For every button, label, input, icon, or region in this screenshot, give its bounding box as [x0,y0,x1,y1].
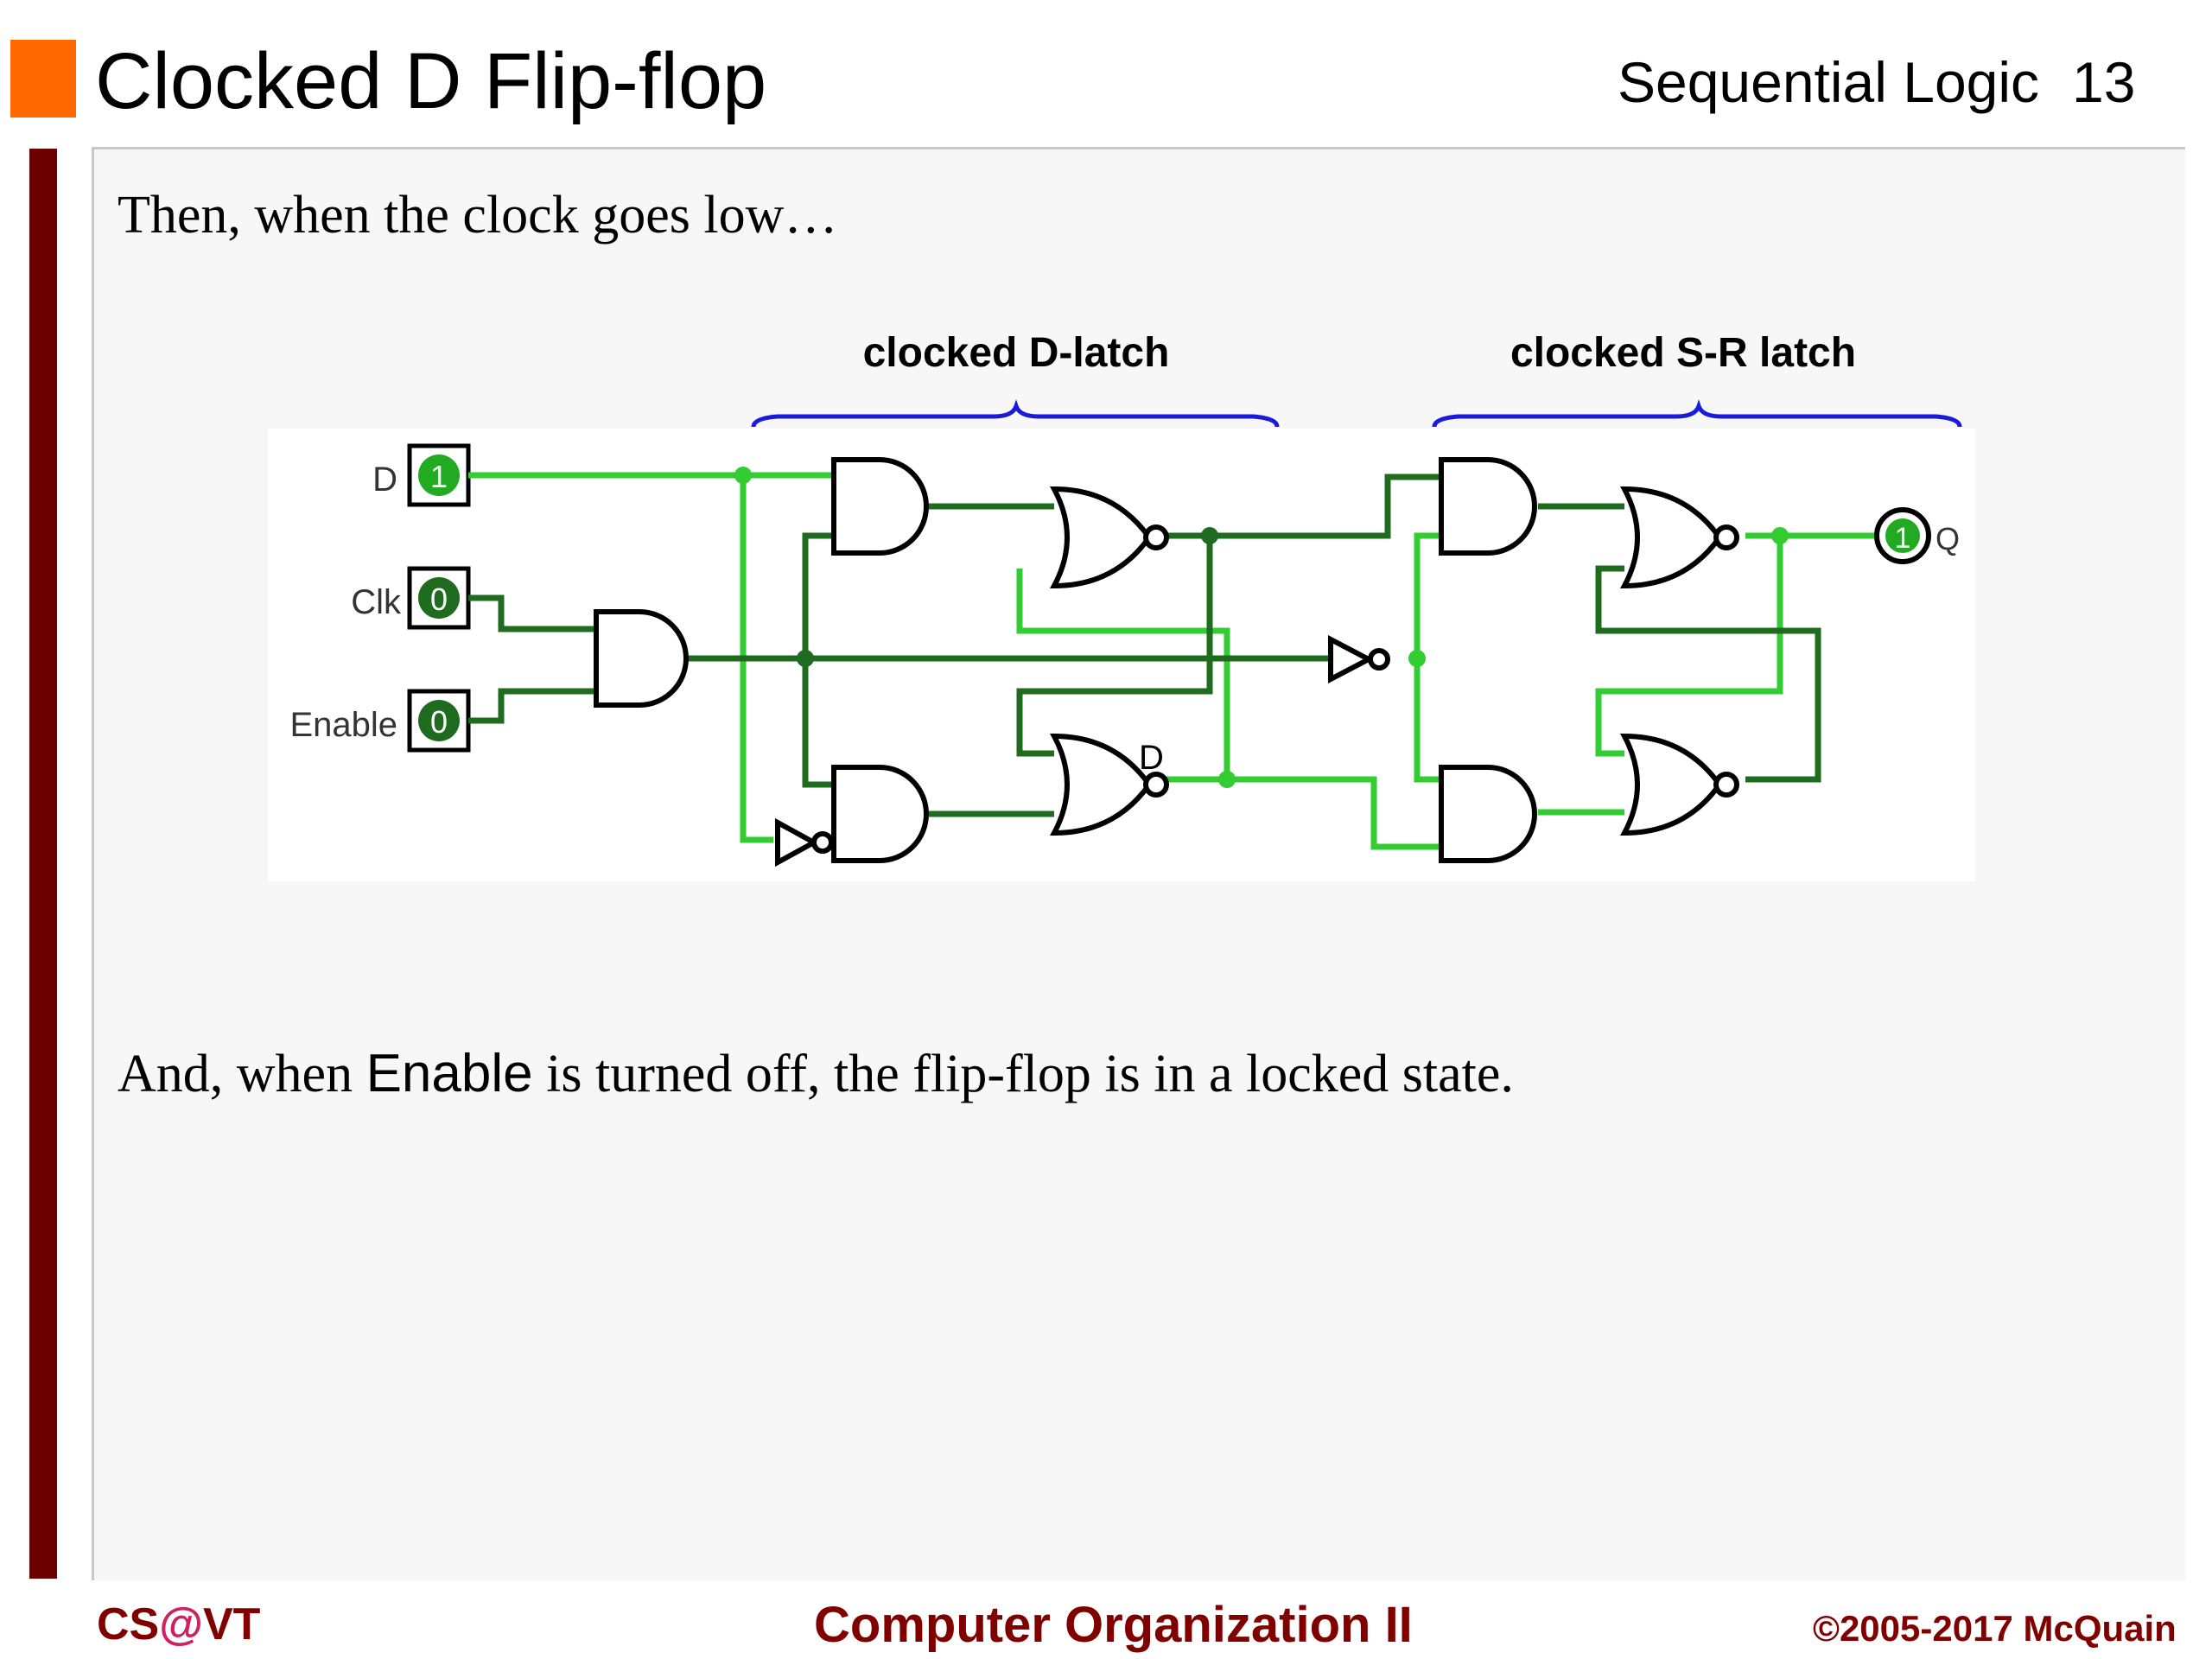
left-accent-bar [29,149,57,1579]
wires-low [468,474,1821,817]
input-label-d: D [372,461,397,499]
junctions [734,467,1789,788]
footer-copyright: ©2005-2017 McQuain [1813,1608,2177,1649]
output-label: Q [1936,521,1960,556]
svg-text:0: 0 [430,582,448,617]
intro-text: Then, when the clock goes low… [118,186,838,245]
footer-left-post: VT [202,1599,261,1649]
outro-keyword: Enable [365,1044,533,1103]
label-sr-latch: clocked S-R latch [1510,330,1856,376]
and-gate-top-1 [831,457,929,556]
and-gate-bottom-1 [831,765,929,863]
and-gate-enable [594,609,689,708]
outro-text: And, when Enable is turned off, the flip… [118,1044,1514,1103]
svg-text:1: 1 [1895,522,1911,555]
page-number: 13 [2072,50,2136,114]
title-marker [10,40,76,118]
nor-gate-bottom-1 [1049,733,1153,836]
input-label-clk: Clk [351,583,402,621]
brace-d-latch [751,399,1280,428]
slide-title: Clocked D Flip-flop [95,37,767,125]
slide-topic: Sequential Logic [1618,50,2040,114]
svg-text:1: 1 [430,459,448,494]
input-clk: 0 [407,566,471,630]
gate-label: D [1139,739,1164,777]
input-d: 1 [407,443,471,507]
footer-left-pre: CS [97,1599,160,1649]
and-gate-top-2 [1439,457,1537,556]
output-q: 1 [1874,507,1931,564]
footer-left: CS@VT [97,1602,260,1647]
svg-text:0: 0 [430,704,448,740]
wires-high [468,472,1875,850]
inverter-mid [1328,635,1375,683]
inverter-clk [775,817,820,868]
nor-gate-top-2 [1619,486,1723,589]
nor-gate-bottom-2 [1619,733,1723,836]
footer-course: Computer Organization II [814,1597,1413,1653]
input-enable: 0 [407,689,471,753]
gates [594,457,1739,868]
brace-sr-latch [1432,399,1962,428]
outro-post: is turned off, the flip-flop is in a loc… [532,1045,1514,1103]
outro-pre: And, when [118,1045,366,1103]
footer-left-at: @ [159,1599,203,1649]
nor-gate-top-1 [1049,486,1153,589]
and-gate-bottom-2 [1439,765,1537,863]
input-label-enable: Enable [289,706,397,744]
label-d-latch: clocked D-latch [863,330,1170,376]
